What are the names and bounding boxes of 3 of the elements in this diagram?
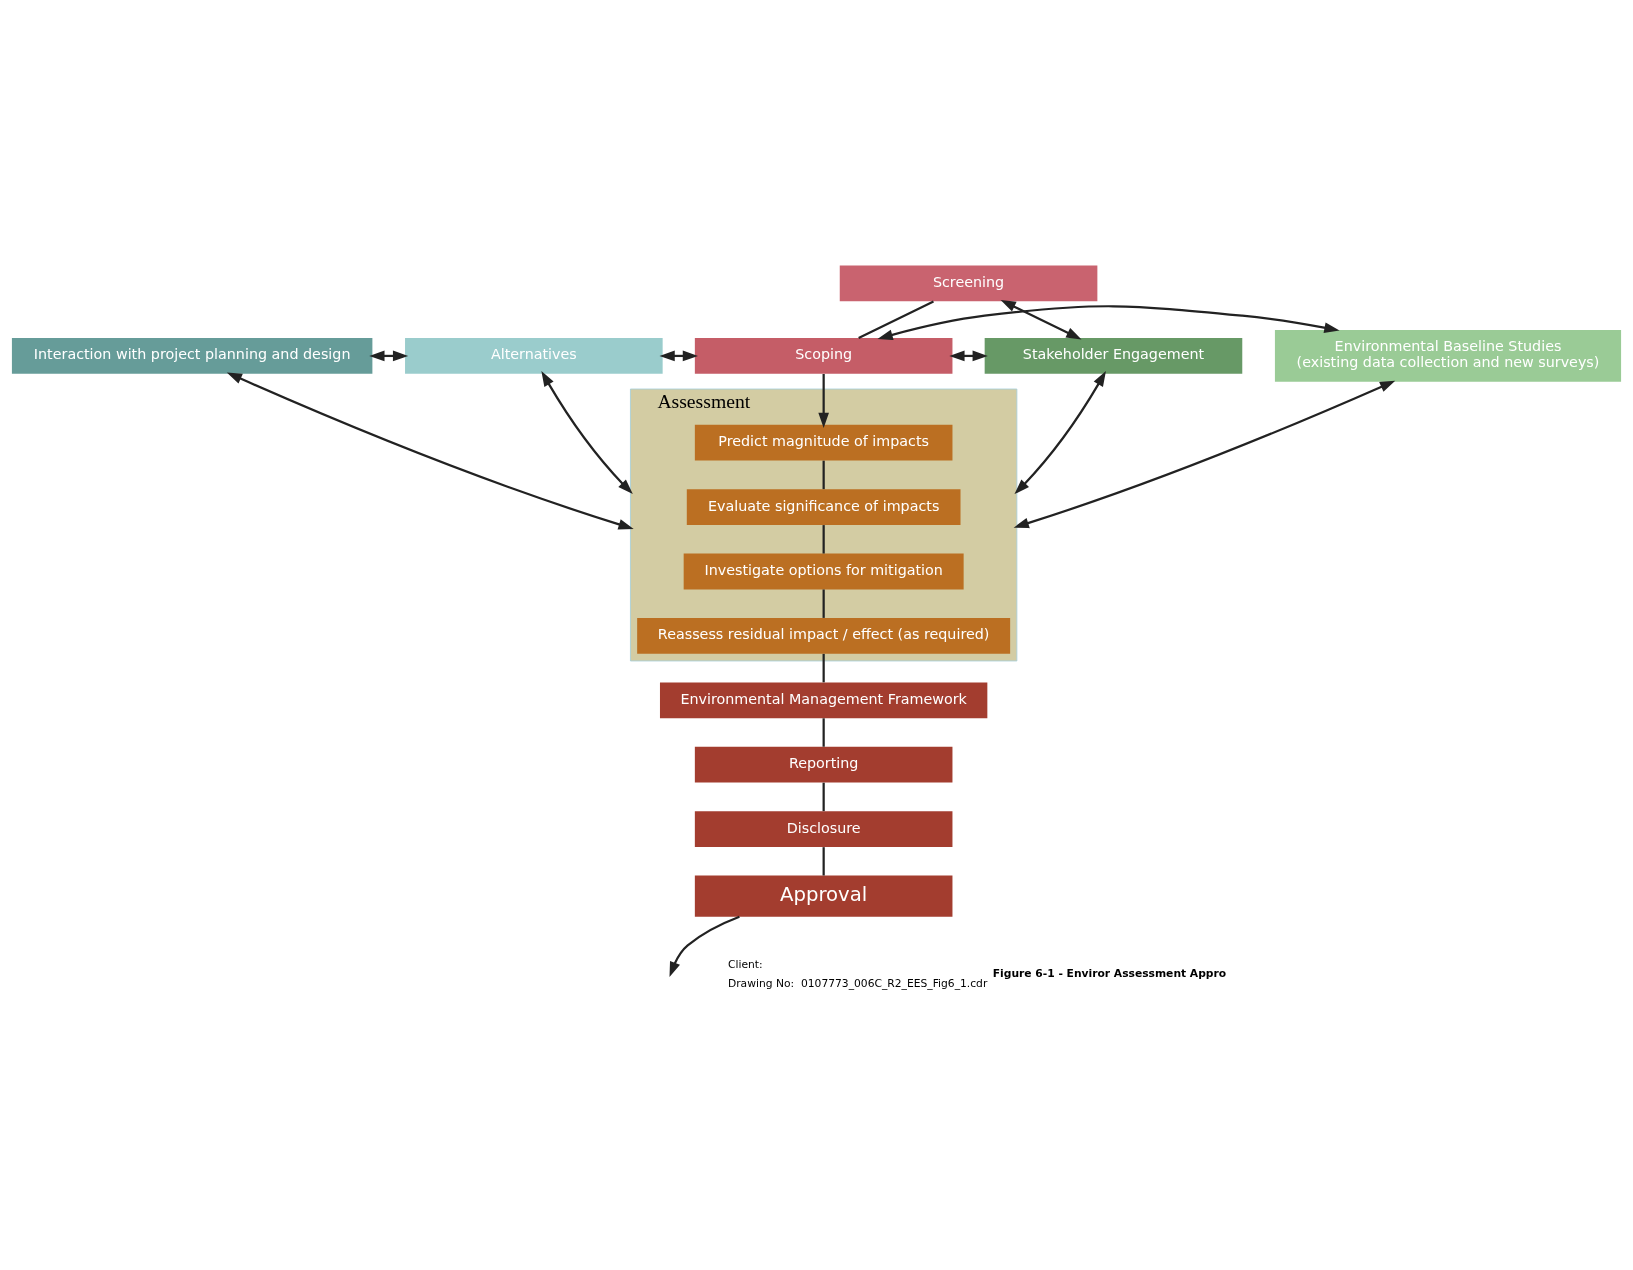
label: Client: [727, 958, 763, 972]
label: Figure 6-1 - Enviror Assessment Appro [992, 966, 1227, 980]
label: Drawing No: 0107773_006C_R2_EES_Fig6_1.cdr [727, 977, 988, 991]
